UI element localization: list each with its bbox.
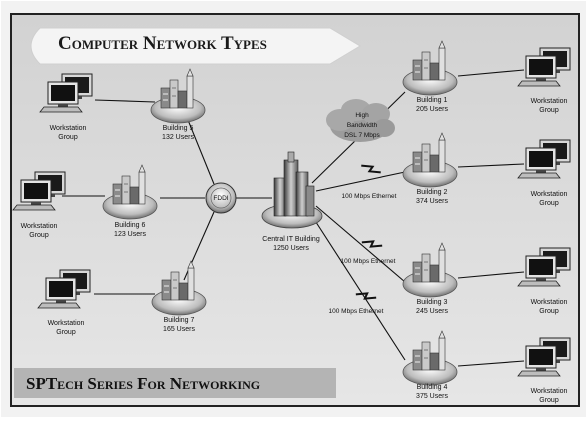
ethernet-label: 100 Mbps Ethernet xyxy=(341,258,396,265)
workstation-label-line2: Group xyxy=(539,107,559,114)
cloud-label-line2: Bandwidth xyxy=(347,122,378,129)
building-6-node: Building 6 123 Users xyxy=(102,164,158,238)
workstation-label-line1: Workstation xyxy=(50,125,87,132)
cloud-icon xyxy=(326,99,395,142)
building-name: Building 4 xyxy=(417,384,448,391)
ethernet-label: 100 Mbps Ethernet xyxy=(329,308,384,315)
building-3-node: Building 3 245 Users xyxy=(402,242,458,315)
building-name: Building 3 xyxy=(417,299,448,306)
footer-title: SPTech Series For Networking xyxy=(26,374,260,393)
workstation-label-line1: Workstation xyxy=(48,320,85,327)
building-users: 375 Users xyxy=(416,393,448,400)
building-5-node: Building 5 132 Users xyxy=(150,68,206,141)
workstation-group-left-2: Workstation Group xyxy=(12,171,66,239)
building-users: 374 Users xyxy=(416,198,448,205)
cloud-label-line1: High xyxy=(355,112,369,119)
fddi-label: FDDI xyxy=(213,195,228,202)
building-users: 205 Users xyxy=(416,106,448,113)
building-name: Building 2 xyxy=(417,189,448,196)
building-users: 123 Users xyxy=(114,231,146,238)
workstation-group-right-3: Workstation Group xyxy=(517,247,571,315)
workstation-label-line1: Workstation xyxy=(531,388,568,395)
fddi-hub-icon xyxy=(205,182,237,214)
central-building-name: Central IT Building xyxy=(262,236,320,243)
workstation-label-line2: Group xyxy=(56,329,76,336)
workstation-label-line2: Group xyxy=(539,200,559,207)
page-title: Computer Network Types xyxy=(58,33,267,54)
building-users: 132 Users xyxy=(162,134,194,141)
cloud-label-line3: DSL 7 Mbps xyxy=(344,132,380,139)
title-banner xyxy=(30,27,361,65)
building-name: Building 1 xyxy=(417,97,448,104)
building-1-node: Building 1 205 Users xyxy=(402,40,458,113)
workstation-label-line2: Group xyxy=(29,232,49,239)
workstation-label-line2: Group xyxy=(58,134,78,141)
workstation-label-line2: Group xyxy=(539,308,559,315)
workstation-label-line2: Group xyxy=(539,397,559,404)
building-name: Building 6 xyxy=(115,222,146,229)
footer-banner xyxy=(14,368,336,398)
workstation-group-left-1: Workstation Group xyxy=(39,73,93,141)
central-building-icon xyxy=(261,151,323,229)
workstation-label-line1: Workstation xyxy=(21,223,58,230)
workstation-group-right-1: Workstation Group xyxy=(517,47,571,114)
building-users: 165 Users xyxy=(163,326,195,333)
workstation-label-line1: Workstation xyxy=(531,191,568,198)
building-name: Building 7 xyxy=(164,317,195,324)
ethernet-label: 100 Mbps Ethernet xyxy=(342,193,397,200)
workstation-label-line1: Workstation xyxy=(531,98,568,105)
building-users: 245 Users xyxy=(416,308,448,315)
building-7-node: Building 7 165 Users xyxy=(151,260,207,333)
building-name: Building 5 xyxy=(163,125,194,132)
workstation-group-right-4: Workstation Group xyxy=(517,337,571,404)
central-building-users: 1250 Users xyxy=(273,245,309,252)
workstation-label-line1: Workstation xyxy=(531,299,568,306)
workstation-group-right-2: Workstation Group xyxy=(517,139,571,207)
workstation-group-left-3: Workstation Group xyxy=(37,269,91,336)
building-4-node: Building 4 375 Users xyxy=(402,330,458,400)
building-2-node: Building 2 374 Users xyxy=(402,132,458,205)
